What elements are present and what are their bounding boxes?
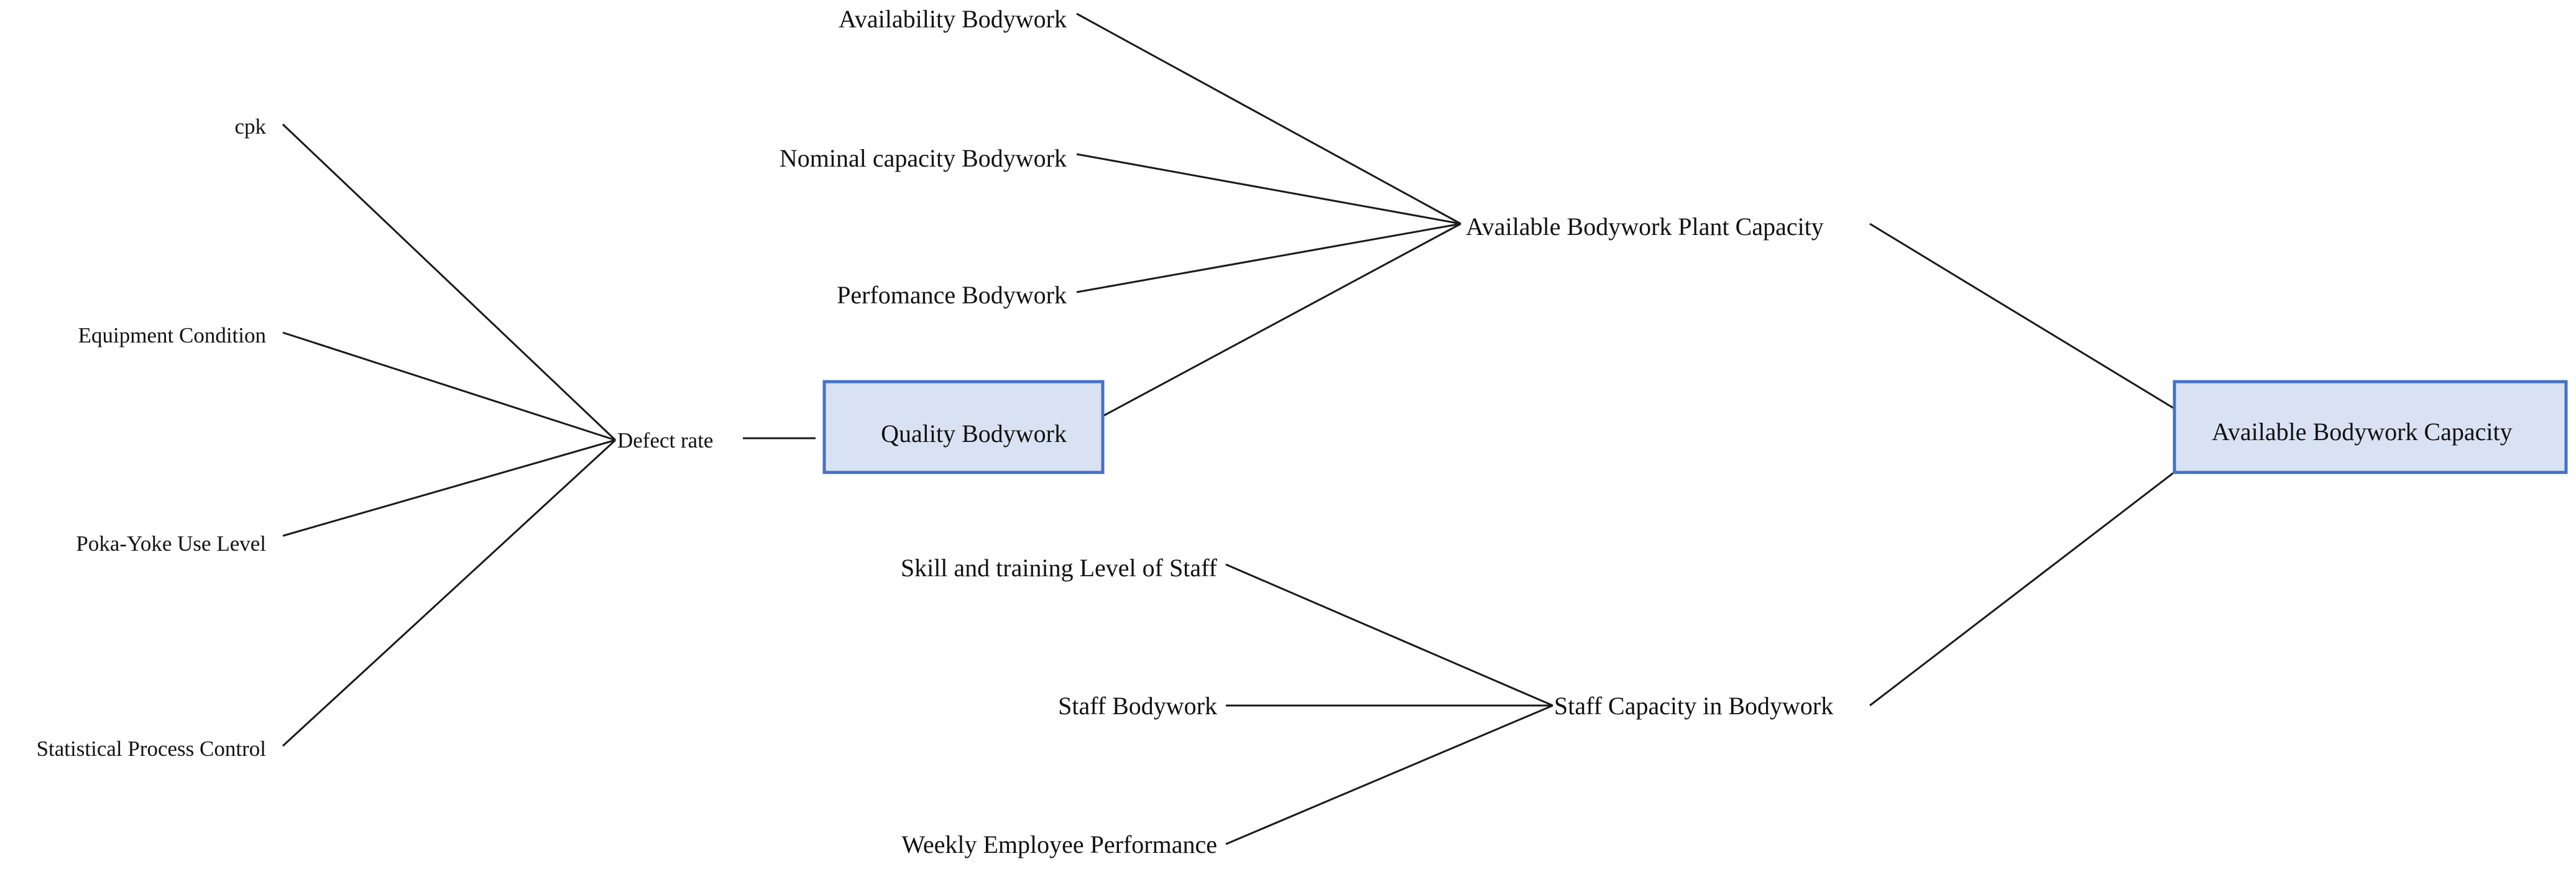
- available-capacity-box: [2173, 380, 2568, 474]
- edge-availability-to-plant-capacity: [1076, 12, 1461, 225]
- node-staff-capacity-in-bodywork: Staff Capacity in Bodywork: [1554, 692, 1833, 720]
- edge-quality-to-plant-capacity: [1076, 223, 1461, 431]
- edge-performance-to-plant-capacity: [1076, 223, 1461, 293]
- node-poka-yoke-use-level: Poka-Yoke Use Level: [76, 531, 266, 556]
- node-availability-bodywork: Availability Bodywork: [839, 5, 1067, 33]
- diagram-edges: [282, 12, 2214, 845]
- edge-skill-to-staff-capacity: [1225, 563, 1553, 707]
- node-available-bodywork-capacity: Available Bodywork Capacity: [2212, 418, 2513, 446]
- node-quality-bodywork: Quality Bodywork: [881, 420, 1067, 448]
- edge-nominal-capacity-to-plant-capacity: [1076, 153, 1461, 225]
- node-cpk: cpk: [234, 114, 266, 139]
- node-nominal-capacity-bodywork: Nominal capacity Bodywork: [780, 144, 1067, 172]
- edge-spc-to-defect-rate: [282, 439, 617, 747]
- node-staff-bodywork: Staff Bodywork: [1058, 692, 1217, 720]
- node-weekly-employee-performance: Weekly Employee Performance: [901, 830, 1217, 858]
- node-statistical-process-control: Statistical Process Control: [37, 737, 267, 761]
- node-available-bodywork-plant-capacity: Available Bodywork Plant Capacity: [1466, 213, 1824, 241]
- edge-equipment-condition-to-defect-rate: [282, 331, 616, 441]
- edge-staff-capacity-to-available-capacity: [1869, 441, 2214, 707]
- edge-poka-yoke-to-defect-rate: [282, 439, 616, 537]
- edge-plant-capacity-to-available-capacity: [1869, 223, 2214, 433]
- node-performance-bodywork: Perfomance Bodywork: [837, 281, 1067, 309]
- edge-cpk-to-defect-rate: [282, 123, 617, 441]
- quality-bodywork-box: [822, 380, 1105, 474]
- node-defect-rate: Defect rate: [617, 428, 713, 453]
- node-skill-training-level: Skill and training Level of Staff: [901, 554, 1218, 582]
- edge-weekly-performance-to-staff-capacity: [1225, 704, 1553, 845]
- node-equipment-condition: Equipment Condition: [78, 323, 266, 347]
